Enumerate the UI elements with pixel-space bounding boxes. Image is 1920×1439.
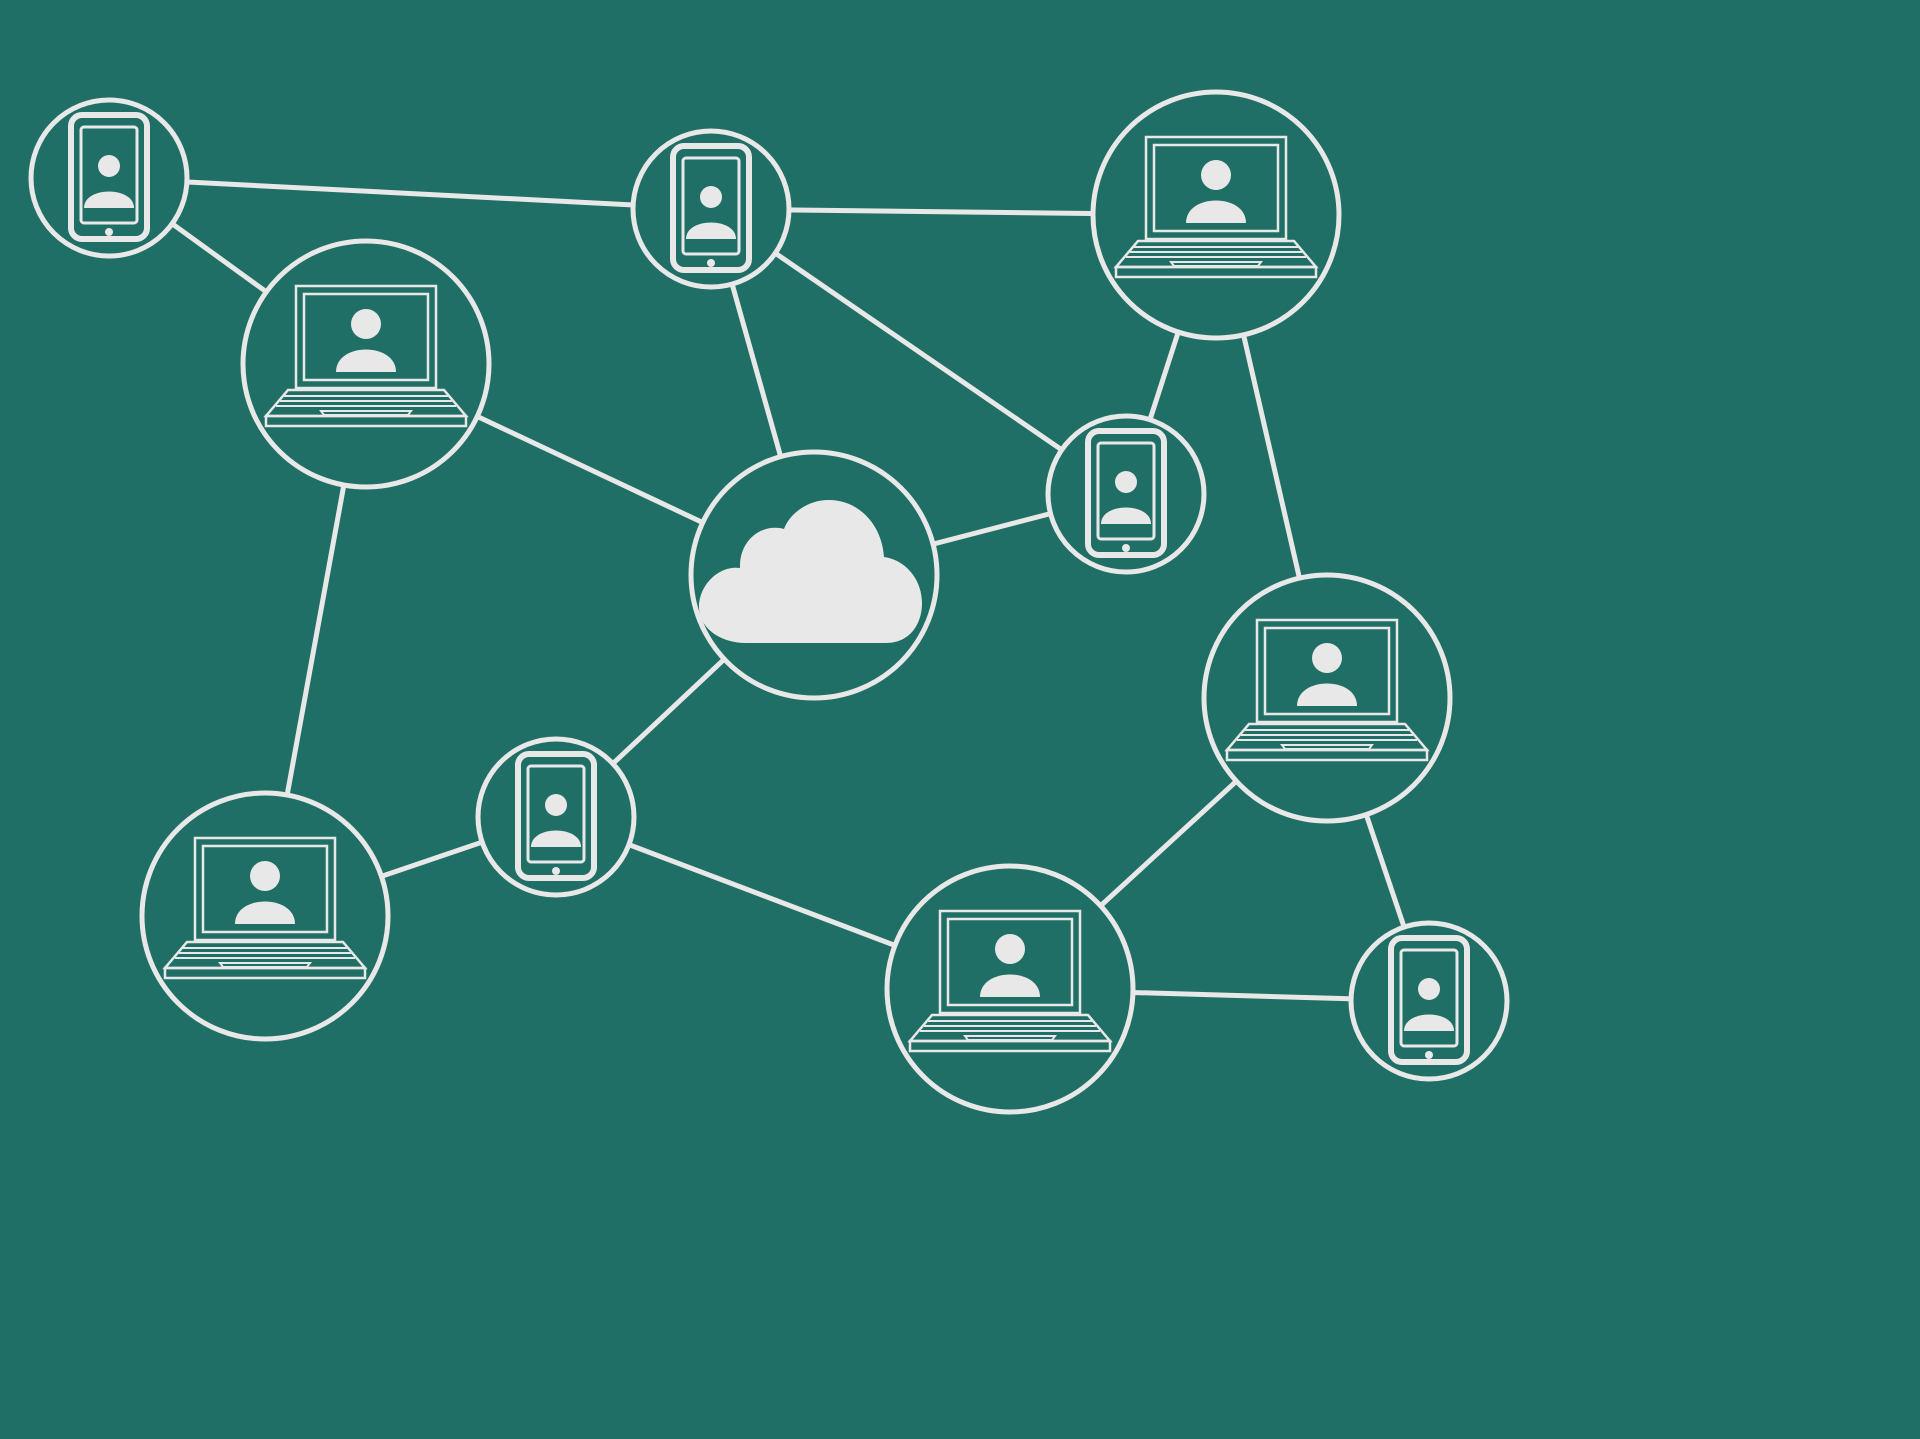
node-laptop-c xyxy=(139,790,391,1042)
node-phone-c xyxy=(1045,413,1207,575)
node-laptop-e xyxy=(1201,572,1453,824)
node-phone-b xyxy=(630,128,792,290)
node-cloud xyxy=(688,449,940,701)
connection-phone-b-phone-c xyxy=(708,206,1129,497)
node-laptop-d xyxy=(884,863,1136,1115)
node-phone-e xyxy=(1348,920,1510,1082)
node-laptop-a xyxy=(1090,89,1342,341)
node-phone-d xyxy=(475,736,637,898)
node-phone-a xyxy=(28,97,190,259)
node-laptop-b xyxy=(240,238,492,490)
nodes-layer xyxy=(28,89,1510,1115)
connection-phone-a-phone-b xyxy=(106,175,714,212)
